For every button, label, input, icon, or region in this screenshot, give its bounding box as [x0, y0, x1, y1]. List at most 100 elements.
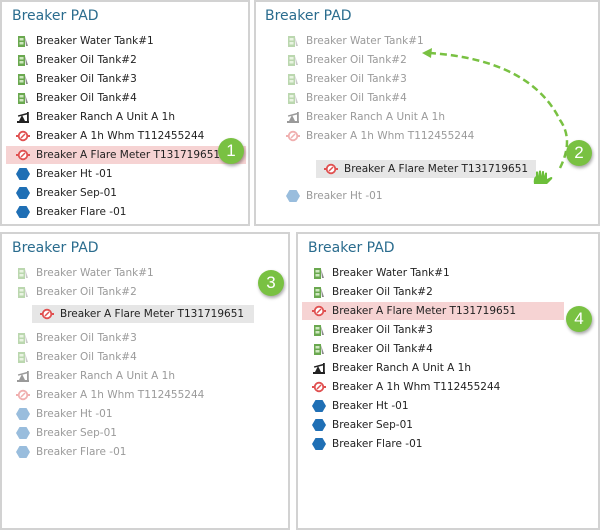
- tree-item[interactable]: Breaker Oil Tank#3: [16, 70, 137, 88]
- tree-item[interactable]: Breaker Flare -01: [312, 435, 422, 453]
- tree-item[interactable]: Breaker Water Tank#1: [312, 264, 450, 282]
- tree-item-label: Breaker Oil Tank#4: [36, 351, 137, 363]
- hexagon-icon: [16, 426, 30, 440]
- tree-item-ghost[interactable]: Breaker Water Tank#1: [16, 264, 154, 282]
- hexagon-icon: [286, 189, 300, 203]
- tree-item-ghost[interactable]: Breaker A 1h Whm T112455244: [16, 386, 204, 404]
- tree-item[interactable]: Breaker Ranch A Unit A 1h: [16, 108, 175, 126]
- meter-icon: [312, 304, 326, 318]
- meter-icon: [312, 380, 326, 394]
- tree-item[interactable]: Breaker Sep-01: [16, 184, 117, 202]
- tree-item-label: Breaker A 1h Whm T112455244: [332, 381, 501, 393]
- tree-item[interactable]: Breaker Oil Tank#2: [16, 51, 137, 69]
- tree-item-label: Breaker Oil Tank#2: [36, 286, 137, 298]
- tree-item-label: Breaker Ht -01: [332, 400, 409, 412]
- hexagon-icon: [16, 167, 30, 181]
- dragged-item[interactable]: Breaker A Flare Meter T131719651: [32, 305, 254, 323]
- meter-icon: [16, 129, 30, 143]
- tank-icon: [286, 53, 300, 67]
- tank-icon: [312, 342, 326, 356]
- panel-title: Breaker PAD: [12, 240, 99, 256]
- step-badge-2: 2: [566, 140, 592, 166]
- tree-item[interactable]: Breaker Oil Tank#4: [16, 89, 137, 107]
- tree-item-label: Breaker Water Tank#1: [36, 35, 154, 47]
- dragged-item[interactable]: Breaker A Flare Meter T131719651: [316, 160, 536, 178]
- tank-icon: [16, 350, 30, 364]
- tree-item[interactable]: Breaker Ht -01: [16, 165, 113, 183]
- tree-item-label: Breaker Oil Tank#3: [36, 332, 137, 344]
- tree-item-ghost[interactable]: Breaker Oil Tank#3: [16, 329, 137, 347]
- tree-item-label: Breaker Water Tank#1: [36, 267, 154, 279]
- tree-item-label: Breaker Sep-01: [36, 187, 117, 199]
- tree-item-ghost[interactable]: Breaker Oil Tank#3: [286, 70, 407, 88]
- tree-item-label: Breaker A 1h Whm T112455244: [306, 130, 475, 142]
- tree-item-label: Breaker Oil Tank#2: [36, 54, 137, 66]
- tree-item-label: Breaker A Flare Meter T131719651: [344, 163, 529, 175]
- tank-icon: [16, 331, 30, 345]
- tree-item-label: Breaker Oil Tank#4: [306, 92, 407, 104]
- tree-item-label: Breaker A Flare Meter T131719651: [60, 308, 245, 320]
- tank-icon: [286, 72, 300, 86]
- tree-item[interactable]: Breaker Oil Tank#2: [312, 283, 433, 301]
- tree-item[interactable]: Breaker Ht -01: [312, 397, 409, 415]
- panel-title: Breaker PAD: [12, 8, 99, 24]
- tree-item[interactable]: Breaker Water Tank#1: [16, 32, 154, 50]
- panel-title: Breaker PAD: [308, 240, 395, 256]
- tree-item-ghost[interactable]: Breaker Sep-01: [16, 424, 117, 442]
- tank-icon: [16, 266, 30, 280]
- tree-item-ghost[interactable]: Breaker Oil Tank#2: [286, 51, 407, 69]
- tree-item-ghost[interactable]: Breaker Ht -01: [286, 187, 383, 205]
- tree-item-label: Breaker Oil Tank#4: [332, 343, 433, 355]
- tree-item[interactable]: Breaker Ranch A Unit A 1h: [312, 359, 471, 377]
- meter-icon: [16, 148, 30, 162]
- tank-icon: [16, 91, 30, 105]
- tank-icon: [16, 72, 30, 86]
- tree-item[interactable]: Breaker Oil Tank#3: [312, 321, 433, 339]
- tree-item[interactable]: Breaker A 1h Whm T112455244: [16, 127, 204, 145]
- tree-item-selected[interactable]: Breaker A Flare Meter T131719651: [302, 302, 564, 320]
- tree-item-label: Breaker Oil Tank#2: [306, 54, 407, 66]
- tree-item-ghost[interactable]: Breaker Ranch A Unit A 1h: [286, 108, 445, 126]
- tree-item-label: Breaker Ht -01: [36, 168, 113, 180]
- tree-item-label: Breaker Ht -01: [306, 190, 383, 202]
- tree-item-label: Breaker Sep-01: [332, 419, 413, 431]
- hexagon-icon: [312, 399, 326, 413]
- tree-item-ghost[interactable]: Breaker Ht -01: [16, 405, 113, 423]
- hexagon-icon: [16, 186, 30, 200]
- tree-item-label: Breaker Ht -01: [36, 408, 113, 420]
- pumpjack-icon: [16, 110, 30, 124]
- tree-item[interactable]: Breaker A 1h Whm T112455244: [312, 378, 500, 396]
- tree-item-label: Breaker Sep-01: [36, 427, 117, 439]
- tree-item-label: Breaker Flare -01: [332, 438, 423, 450]
- tank-icon: [16, 34, 30, 48]
- meter-icon: [324, 162, 338, 176]
- tree-item-ghost[interactable]: Breaker Oil Tank#4: [286, 89, 407, 107]
- hexagon-icon: [312, 437, 326, 451]
- step-badge-3: 3: [258, 270, 284, 296]
- tree-item-label: Breaker Ranch A Unit A 1h: [306, 111, 446, 123]
- tree-item-ghost[interactable]: Breaker Water Tank#1: [286, 32, 424, 50]
- tank-icon: [312, 323, 326, 337]
- tree-item-ghost[interactable]: Breaker Ranch A Unit A 1h: [16, 367, 175, 385]
- tree-item-ghost[interactable]: Breaker Oil Tank#4: [16, 348, 137, 366]
- tree-item-label: Breaker Water Tank#1: [332, 267, 450, 279]
- tree-item[interactable]: Breaker Flare -01: [16, 203, 126, 221]
- tree-item-selected[interactable]: Breaker A Flare Meter T131719651: [6, 146, 246, 164]
- hand-cursor-icon: [532, 170, 554, 186]
- tank-icon: [312, 285, 326, 299]
- tree-item-label: Breaker Oil Tank#3: [306, 73, 407, 85]
- tree-item-label: Breaker Oil Tank#4: [36, 92, 137, 104]
- tree-item-ghost[interactable]: Breaker Flare -01: [16, 443, 126, 461]
- tree-item-ghost[interactable]: Breaker A 1h Whm T112455244: [286, 127, 474, 145]
- hexagon-icon: [312, 418, 326, 432]
- tree-item-label: Breaker Oil Tank#3: [332, 324, 433, 336]
- tree-item[interactable]: Breaker Oil Tank#4: [312, 340, 433, 358]
- meter-icon: [40, 307, 54, 321]
- tree-item-ghost[interactable]: Breaker Oil Tank#2: [16, 283, 137, 301]
- tree-item-label: Breaker A Flare Meter T131719651: [36, 149, 221, 161]
- tree-item[interactable]: Breaker Sep-01: [312, 416, 413, 434]
- tank-icon: [16, 285, 30, 299]
